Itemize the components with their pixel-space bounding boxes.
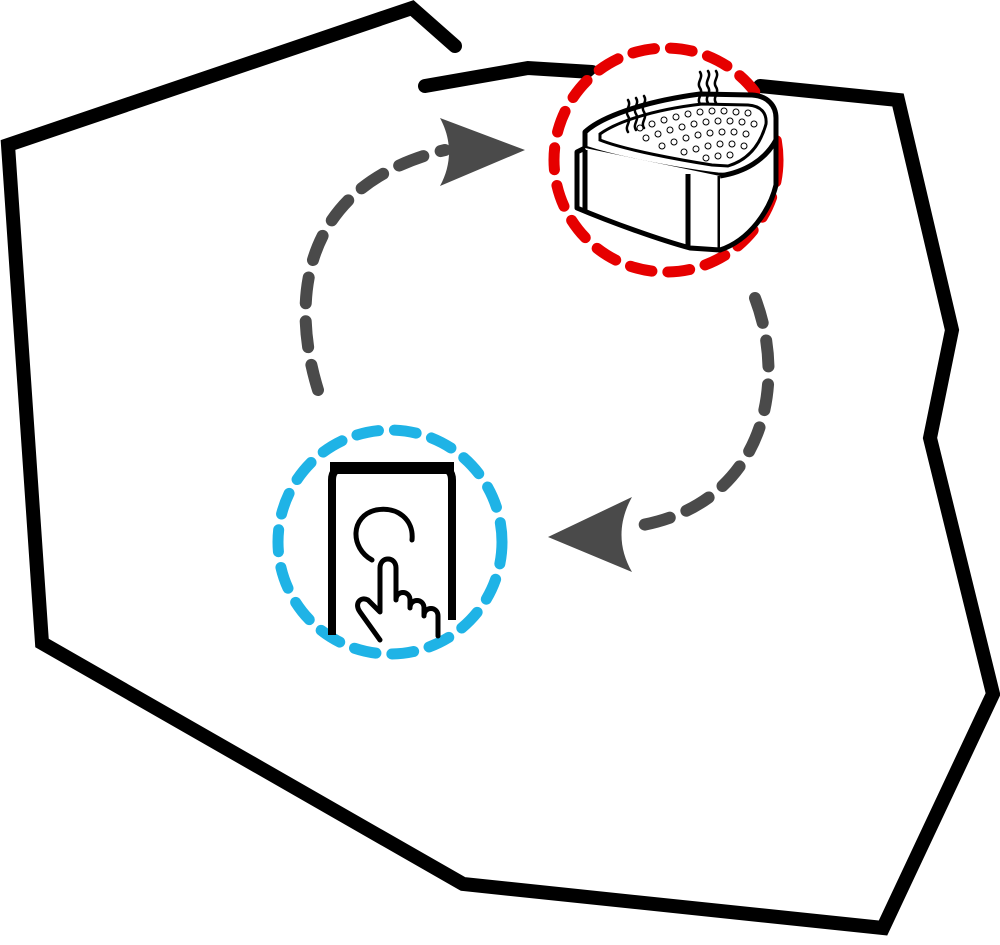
phone-ring bbox=[272, 424, 508, 660]
hot-tub-icon bbox=[574, 69, 779, 253]
arrow-to-controller bbox=[548, 292, 775, 572]
arrow-to-hot-tub bbox=[299, 118, 525, 396]
phone-tap-icon bbox=[328, 462, 456, 643]
